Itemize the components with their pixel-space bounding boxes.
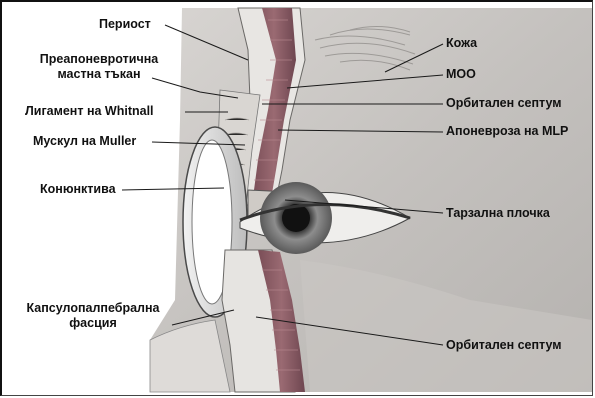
label-preaponeurotic-fat-line1: Преапоневротична: [25, 52, 173, 67]
label-periost: Периост: [99, 17, 151, 32]
label-whitnall-ligament: Лигамент на Whitnall: [25, 104, 154, 119]
label-capsulopalpebral-fascia: Капсулопалпебрална фасция: [14, 301, 172, 331]
label-preaponeurotic-fat-line2: мастна тъкан: [25, 67, 173, 82]
label-capsulopalpebral-fascia-line1: Капсулопалпебрална: [14, 301, 172, 316]
label-orbital-septum-upper: Орбитален септум: [446, 96, 562, 111]
label-levator-aponeurosis: Апоневроза на MLP: [446, 124, 568, 139]
label-skin: Кожа: [446, 36, 477, 51]
label-muller-muscle: Мускул на Muller: [33, 134, 136, 149]
label-capsulopalpebral-fascia-line2: фасция: [14, 316, 172, 331]
label-conjunctiva: Конюнктива: [40, 182, 116, 197]
label-tarsal-plate: Тарзална плочка: [446, 206, 550, 221]
label-moo: МОО: [446, 67, 476, 82]
label-orbital-septum-lower: Орбитален септум: [446, 338, 562, 353]
label-preaponeurotic-fat: Преапоневротична мастна тъкан: [25, 52, 173, 82]
